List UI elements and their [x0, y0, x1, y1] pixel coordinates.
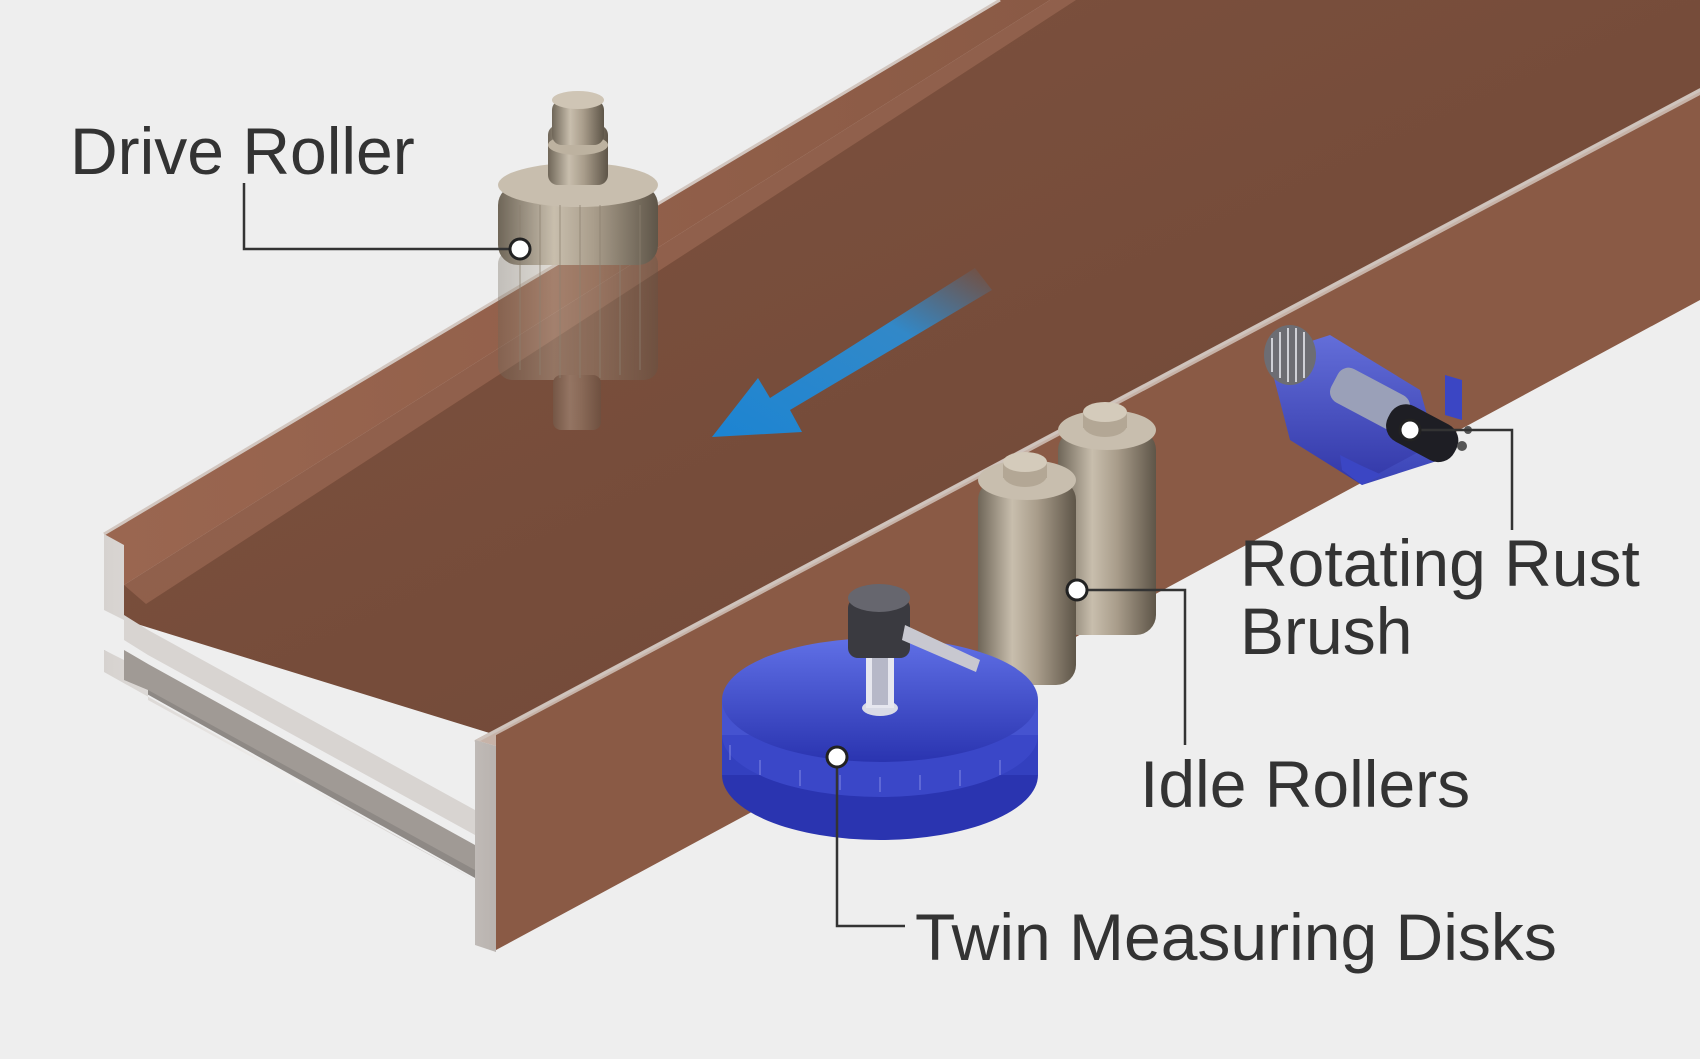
idle-rollers-label: Idle Rollers	[1140, 750, 1470, 818]
leader-markers	[508, 237, 1422, 769]
twin-measuring-disks-label: Twin Measuring Disks	[915, 903, 1557, 971]
drive-roller	[498, 91, 658, 430]
drive-roller-text: Drive Roller	[70, 114, 415, 188]
leader-drive-roller	[242, 183, 520, 251]
leader-lines	[242, 183, 1514, 928]
rotating-rust-brush	[1264, 325, 1472, 485]
twin-measuring-disks-text: Twin Measuring Disks	[915, 900, 1557, 974]
marker-idle-rollers	[1065, 578, 1089, 602]
drive-roller-label: Drive Roller	[70, 117, 415, 185]
rotating-rust-brush-text-line2: Brush	[1240, 594, 1413, 668]
rotating-rust-brush-label: Rotating Rust Brush	[1240, 529, 1640, 665]
arrow-down-left-icon	[712, 268, 992, 437]
leader-rust-brush	[1410, 428, 1514, 530]
leader-twin-disks	[835, 757, 905, 928]
marker-twin-disks	[825, 745, 849, 769]
idle-rollers	[978, 402, 1156, 685]
twin-measuring-disks	[722, 584, 1038, 840]
marker-drive-roller	[508, 237, 532, 261]
rotating-rust-brush-text-line1: Rotating Rust	[1240, 526, 1640, 600]
leader-idle-rollers	[1077, 588, 1187, 745]
idle-rollers-text: Idle Rollers	[1140, 747, 1471, 821]
marker-rust-brush	[1398, 418, 1422, 442]
